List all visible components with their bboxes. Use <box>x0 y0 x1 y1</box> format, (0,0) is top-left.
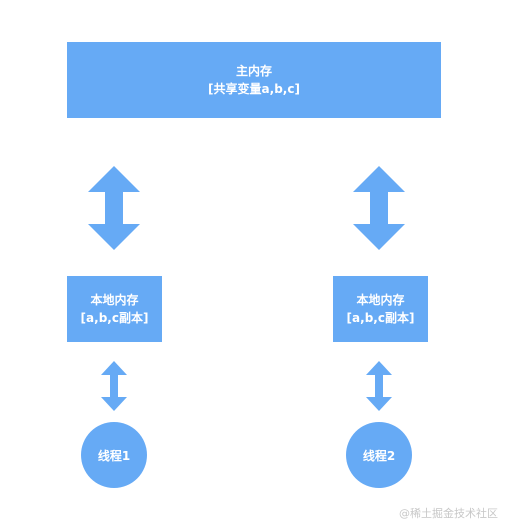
thread-2-circle: 线程2 <box>346 422 412 488</box>
thread-2-label: 线程2 <box>362 448 396 463</box>
main-memory-title: 主内存 <box>235 64 272 78</box>
double-arrow-large-left <box>88 166 140 250</box>
main-memory-box: 主内存 [共享变量a,b,c] <box>67 42 441 118</box>
local-memory-left-box: 本地内存 [a,b,c副本] <box>67 276 162 342</box>
watermark-text: @稀土掘金技术社区 <box>399 507 498 520</box>
local-memory-left-title: 本地内存 <box>90 293 139 307</box>
main-memory-subtitle: [共享变量a,b,c] <box>208 82 300 96</box>
double-arrow-small-left <box>101 361 127 411</box>
double-arrow-small-right <box>366 361 392 411</box>
thread-1-circle: 线程1 <box>81 422 147 488</box>
thread-1-label: 线程1 <box>97 448 131 463</box>
local-memory-right-title: 本地内存 <box>356 293 405 307</box>
local-memory-right-box: 本地内存 [a,b,c副本] <box>333 276 428 342</box>
local-memory-right-subtitle: [a,b,c副本] <box>346 311 415 325</box>
double-arrow-large-right <box>353 166 405 250</box>
local-memory-left-subtitle: [a,b,c副本] <box>80 311 149 325</box>
